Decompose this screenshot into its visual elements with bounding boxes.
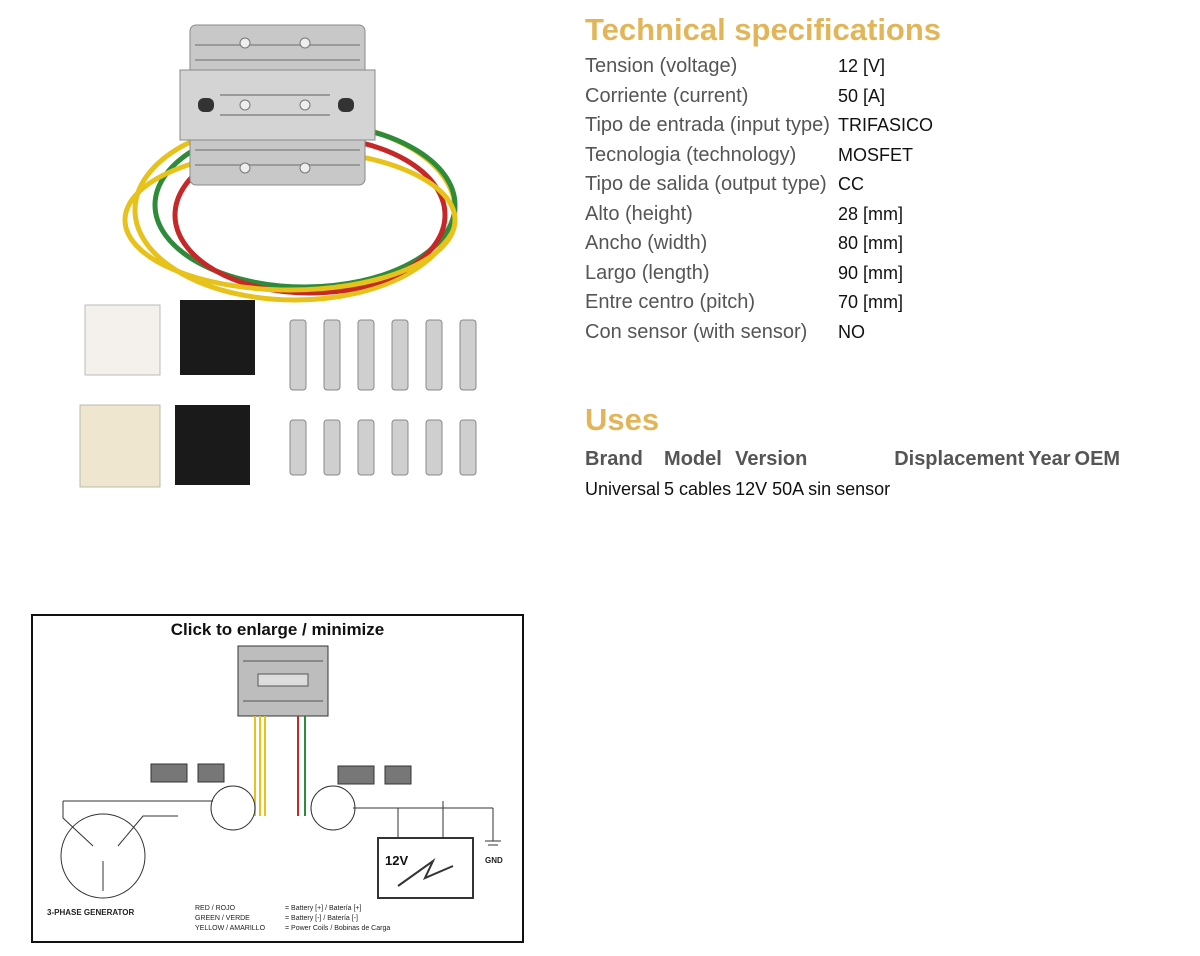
regulator-icon [237,645,329,717]
black-connector-bottom [175,405,250,485]
uses-section: Uses Brand Model Version Displacement Ye… [585,402,1185,504]
specs-table: Tension (voltage) 12 [V] Corriente (curren… [585,52,933,347]
version-cell: 12V 50A sin sensor [735,478,891,499]
legend-row-red: RED / ROJO= Battery [+] / Batería [+] [195,905,362,912]
spec-label: Tipo de salida (output type) [585,173,827,196]
version-header: Version [735,447,808,470]
wiring-diagram-drawing [60,645,501,899]
uses-title: Uses [585,402,660,437]
diagram-caption[interactable]: Click to enlarge / minimize [170,620,385,639]
oem-cell [1075,474,1125,504]
spec-value: NO [837,321,865,342]
table-row: Largo (length) 90 [mm] [585,259,933,289]
black-connector-top [180,300,255,375]
year-header: Year [1028,447,1071,470]
white-connector-top [84,304,161,376]
uses-header-row: Brand Model Version Displacement Year OE… [585,444,1124,474]
spec-value: TRIFASICO [837,115,933,136]
uses-table: Brand Model Version Displacement Year OE… [585,444,1124,504]
spec-label: Tecnologia (technology) [585,143,797,166]
brand-header: Brand [585,447,643,470]
spec-label: Largo (length) [585,261,710,284]
spec-label: Tipo de entrada (input type) [585,114,830,137]
gnd-label: GND [485,856,503,865]
table-row: Alto (height) 28 [mm] [585,200,933,230]
product-photo [79,24,477,488]
legend-row-yellow: YELLOW / AMARILLO= Power Coils / Bobinas… [195,925,391,932]
spec-label: Ancho (width) [585,232,708,255]
wire-legend: RED / ROJO= Battery [+] / Batería [+] GR… [195,904,390,934]
spec-value: 50 [A] [837,85,885,106]
spec-value: 80 [mm] [837,233,903,254]
model-cell: 5 cables [664,478,732,499]
technical-specifications: Technical specifications Tension (voltag… [585,12,1185,347]
generator-label: 3-PHASE GENERATOR [47,908,135,917]
spec-value: 70 [mm] [837,292,903,313]
spec-value: 28 [mm] [837,203,903,224]
spec-label: Entre centro (pitch) [585,291,756,314]
wiring-diagram[interactable]: Click to enlarge / minimize [31,614,524,943]
cream-connector-bottom [79,404,161,488]
specs-title: Technical specifications [585,12,942,47]
spec-label: Tension (voltage) [585,55,738,78]
year-cell [1028,474,1074,504]
spec-value: CC [837,174,864,195]
table-row: Tipo de salida (output type) CC [585,170,933,200]
displacement-cell [894,474,1028,504]
spec-label: Corriente (current) [585,84,749,107]
displacement-header: Displacement [894,447,1025,470]
table-row: Ancho (width) 80 [mm] [585,229,933,259]
table-row: Corriente (current) 50 [A] [585,82,933,112]
spec-value: 90 [mm] [837,262,903,283]
legend-row-green: GREEN / VERDE= Battery [-] / Batería [-] [195,915,358,922]
spec-value: 12 [V] [837,56,885,77]
battery-label: 12V [385,853,409,868]
table-row: Universal 5 cables 12V 50A sin sensor [585,474,1124,504]
table-row: Tension (voltage) 12 [V] [585,52,933,82]
brand-cell: Universal [585,478,661,499]
oem-header: OEM [1074,447,1121,470]
spec-value: MOSFET [837,144,913,165]
table-row: Entre centro (pitch) 70 [mm] [585,288,933,318]
table-row: Tipo de entrada (input type) TRIFASICO [585,111,933,141]
table-row: Tecnologia (technology) MOSFET [585,141,933,171]
table-row: Con sensor (with sensor) NO [585,318,933,348]
spec-label: Con sensor (with sensor) [585,320,808,343]
model-header: Model [664,447,722,470]
regulator-heatsink [179,24,376,186]
spec-label: Alto (height) [585,202,693,225]
